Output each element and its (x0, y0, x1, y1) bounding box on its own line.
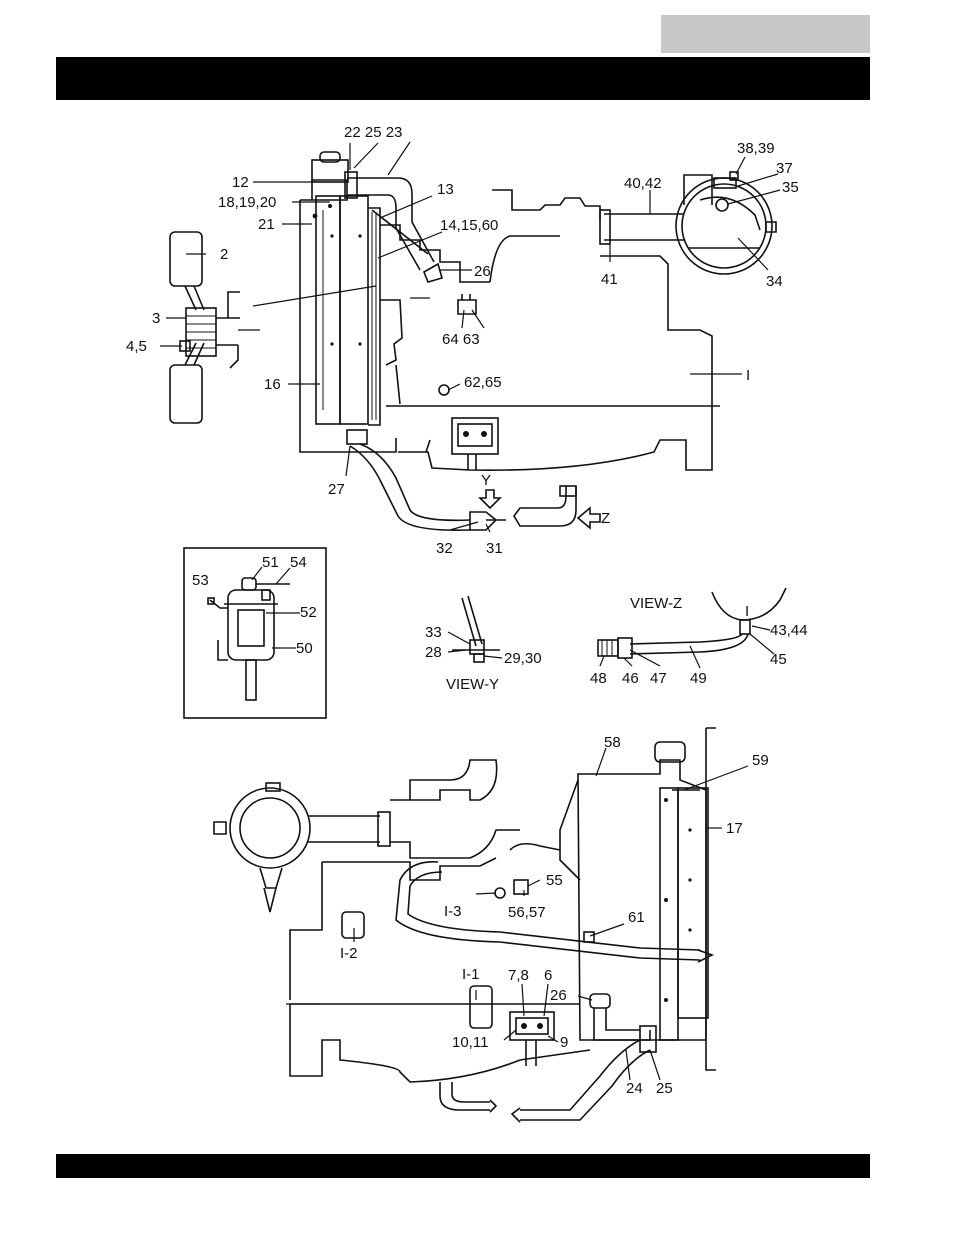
label-1-2: I-2 (340, 945, 358, 962)
label-46: 46 (622, 670, 639, 687)
label-7-8: 7,8 (508, 967, 529, 984)
engine-block (238, 189, 720, 471)
view-z-title: VIEW-Z (630, 595, 682, 612)
label-1-1: I-1 (462, 966, 480, 983)
upper-hose (344, 171, 443, 283)
label-43-44: 43,44 (770, 622, 808, 639)
reserve-tank-inset: 51 54 53 52 50 (183, 547, 327, 719)
label-41: 41 (601, 271, 618, 288)
label-26: 26 (474, 263, 491, 280)
label-z-arrow: Z (601, 510, 610, 527)
sensor-block (438, 294, 499, 470)
label-58: 58 (604, 734, 621, 751)
label-18-19-20: 18,19,20 (218, 194, 276, 211)
label-47: 47 (650, 670, 667, 687)
footer-bar (56, 1154, 870, 1178)
label-51: 51 (262, 554, 279, 571)
label-4-5: 4,5 (126, 338, 147, 355)
label-27: 27 (328, 481, 345, 498)
label-49: 49 (690, 670, 707, 687)
label-55: 55 (546, 872, 563, 889)
label-12: 12 (232, 174, 249, 191)
label-22-25-23: 22 25 23 (344, 124, 402, 141)
label-28: 28 (425, 644, 442, 661)
view-y: 33 28 29,30 VIEW-Y (425, 595, 542, 693)
label-62-65: 62,65 (464, 374, 502, 391)
label-38-39: 38,39 (737, 140, 775, 157)
lower-hose (346, 429, 601, 532)
air-cleaner (599, 171, 777, 275)
view-z: VIEW-Z I 43,44 45 48 46 47 49 (590, 587, 808, 687)
label-9: 9 (560, 1034, 568, 1051)
cooling-fan (169, 231, 240, 424)
label-35: 35 (782, 179, 799, 196)
label-14-15-60: 14,15,60 (440, 217, 498, 234)
bottom-engine-view: 58 59 17 55 I-3 56,57 61 I-2 I-1 7,8 6 2… (213, 727, 769, 1123)
label-6: 6 (544, 967, 552, 984)
label-2: 2 (220, 246, 228, 263)
label-1: I (746, 367, 750, 384)
label-17: 17 (726, 820, 743, 837)
label-25-bottom: 25 (656, 1080, 673, 1097)
label-26-bottom: 26 (550, 987, 567, 1004)
label-64-63: 64 63 (442, 331, 480, 348)
label-24: 24 (626, 1080, 643, 1097)
label-53: 53 (192, 572, 209, 589)
label-y-arrow: Y (481, 472, 491, 489)
label-3: 3 (152, 310, 160, 327)
label-10-11: 10,11 (452, 1034, 488, 1051)
label-32: 32 (436, 540, 453, 557)
view-y-title: VIEW-Y (446, 676, 499, 693)
label-1-view-z: I (745, 603, 749, 620)
label-59: 59 (752, 752, 769, 769)
label-54: 54 (290, 554, 307, 571)
label-52: 52 (300, 604, 317, 621)
section-tab (661, 15, 870, 53)
label-1-3: I-3 (444, 903, 462, 920)
label-40-42: 40,42 (624, 175, 662, 192)
label-48: 48 (590, 670, 607, 687)
label-34: 34 (766, 273, 783, 290)
label-61: 61 (628, 909, 645, 926)
callouts-top: 22 25 23 12 18,19,20 21 13 14,15,60 2 3 … (126, 124, 799, 557)
label-21: 21 (258, 216, 275, 233)
label-45: 45 (770, 651, 787, 668)
label-13: 13 (437, 181, 454, 198)
leader-lines-top (160, 141, 781, 533)
header-bar (56, 57, 870, 100)
label-37: 37 (776, 160, 793, 177)
top-engine-view: 22 25 23 12 18,19,20 21 13 14,15,60 2 3 … (126, 124, 799, 557)
label-56-57: 56,57 (508, 904, 546, 921)
radiator (299, 151, 397, 453)
label-33: 33 (425, 624, 442, 641)
label-16: 16 (264, 376, 281, 393)
label-31: 31 (486, 540, 503, 557)
label-29-30: 29,30 (504, 650, 542, 667)
label-50: 50 (296, 640, 313, 657)
